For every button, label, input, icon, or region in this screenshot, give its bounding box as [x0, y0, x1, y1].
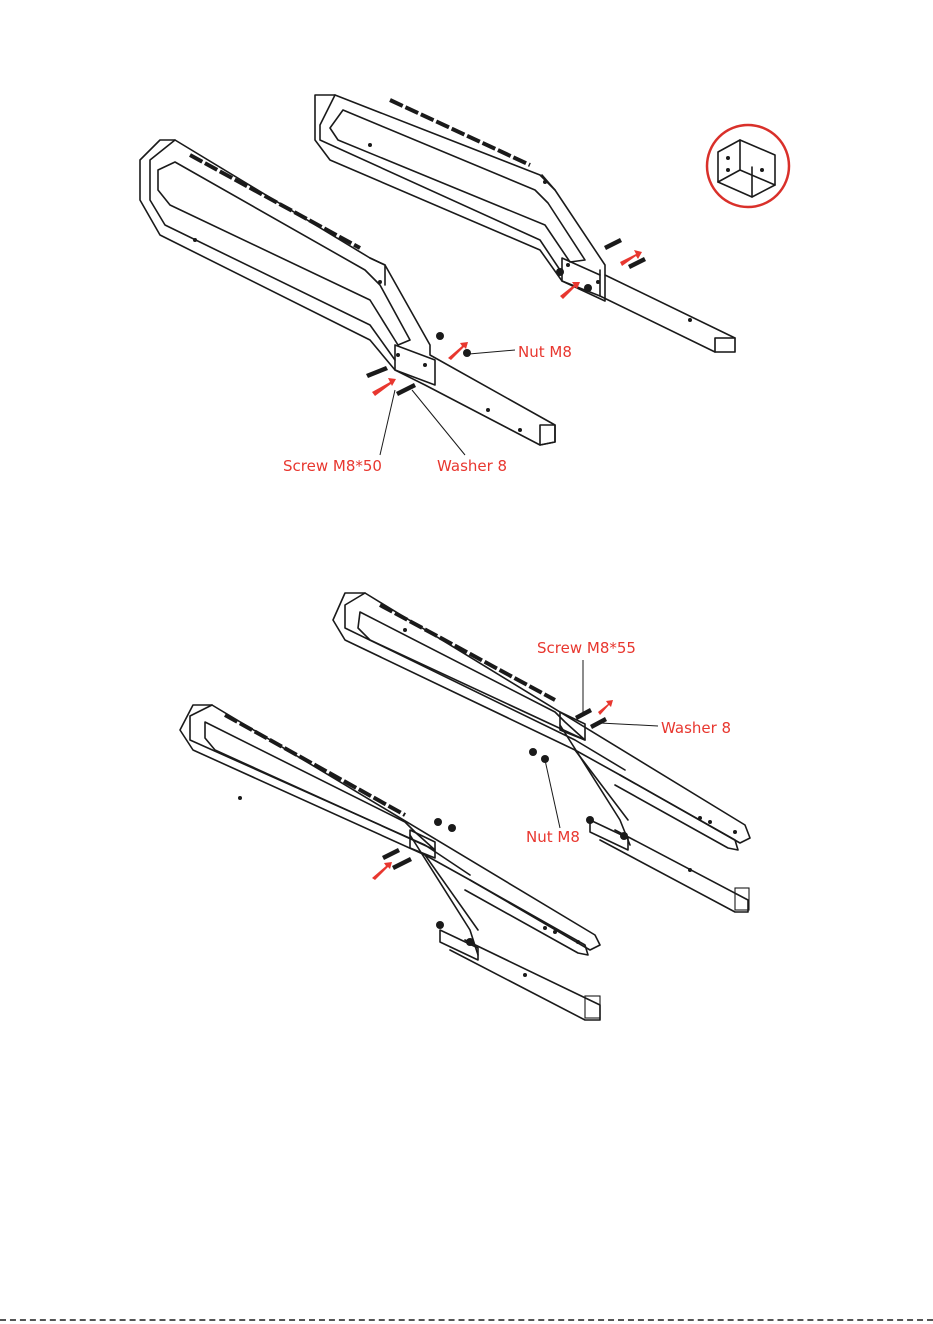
step1-front-frame — [140, 140, 555, 445]
step2-washer-label: Washer 8 — [661, 719, 731, 737]
step2-fasteners — [372, 700, 613, 880]
step1-fasteners — [366, 238, 646, 396]
step2-diagram: Screw M8*55 Washer 8 Nut M8 — [180, 593, 750, 1020]
step1-screw-label: Screw M8*50 — [283, 457, 382, 475]
step1-nut-label: Nut M8 — [518, 343, 572, 361]
step2-screw-label: Screw M8*55 — [537, 639, 636, 657]
step1-washer-label: Washer 8 — [437, 457, 507, 475]
arrow-icon — [372, 862, 392, 880]
step2-nut-label: Nut M8 — [526, 828, 580, 846]
step1-diagram: Nut M8 Screw M8*50 Washer 8 — [140, 95, 789, 475]
arrow-icon — [372, 378, 396, 396]
page-bottom-border — [0, 1319, 933, 1321]
arrow-icon — [598, 700, 613, 715]
u-bracket-icon — [707, 125, 789, 207]
